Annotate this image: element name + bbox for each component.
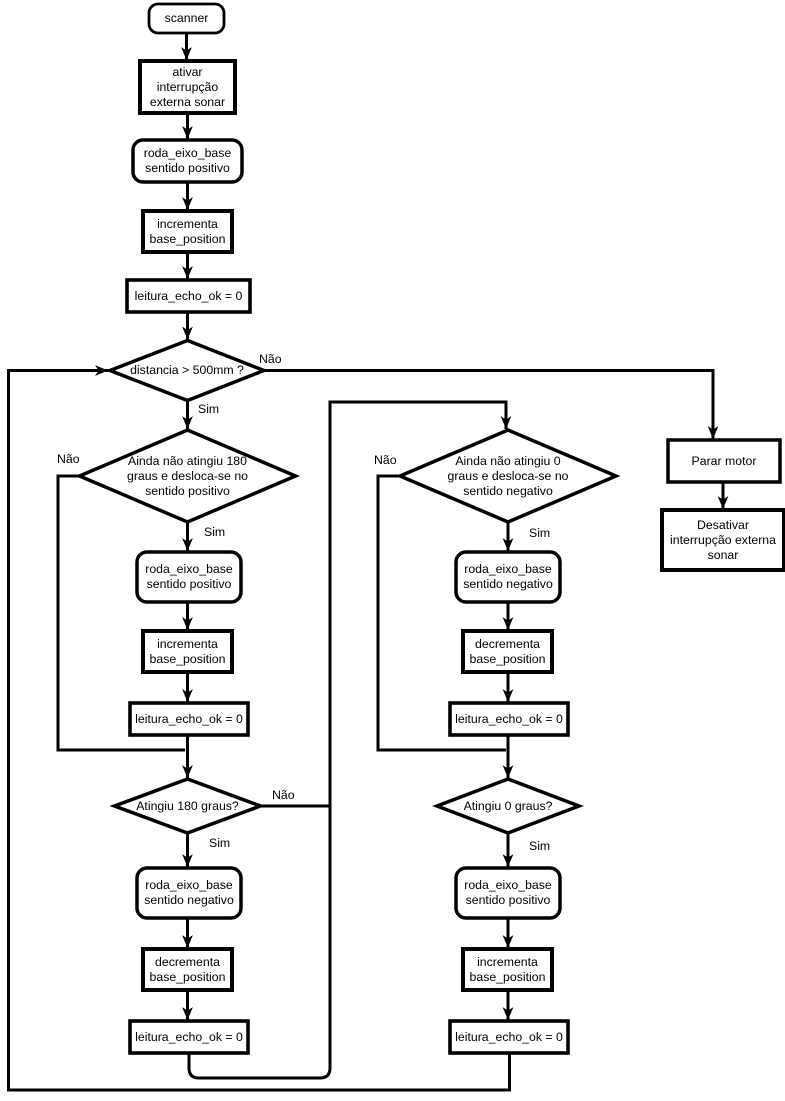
node-atingiu-0: Atingiu 0 graus?	[463, 798, 553, 813]
edge-ainda180-nao	[56, 474, 185, 752]
incrementa-3-shape	[461, 947, 554, 992]
leitura-2-shape	[128, 701, 250, 737]
node-incrementa-1: incrementa base_position	[149, 216, 226, 246]
edge-label-atingiu-0-sim: Sim	[529, 839, 551, 853]
leitura-5-shape	[448, 1019, 570, 1055]
node-roda-negativo-2: roda_eixo_base sentido negativo	[463, 562, 553, 591]
edge-label-ainda-nao-0-sim: Sim	[529, 526, 551, 540]
node-incrementa-2: incrementa base_position	[149, 636, 226, 666]
edge-label-ainda-nao-0-nao: Não	[374, 453, 397, 467]
edge-label-distancia-sim: Sim	[198, 402, 220, 416]
decrementa-1-shape	[141, 947, 234, 992]
node-scanner: scanner	[164, 11, 209, 25]
node-ainda-nao-180: Ainda não atingiu 180 graus e desloca-se…	[127, 453, 248, 498]
incrementa-1-shape	[141, 209, 234, 254]
decrementa-2-shape	[461, 629, 554, 674]
node-distancia: distancia > 500mm ?	[130, 362, 244, 377]
node-parar-motor: Parar motor	[691, 453, 757, 468]
leitura-4-shape	[448, 701, 570, 737]
node-roda-positivo-2: roda_eixo_base sentido positivo	[145, 562, 233, 591]
node-roda-positivo-1: roda_eixo_base sentido positivo	[143, 146, 232, 175]
scanner-shape	[147, 2, 226, 35]
edge-label-atingiu-180-nao: Não	[272, 788, 295, 802]
leitura-3-shape	[128, 1019, 250, 1055]
parar-motor-shape	[666, 438, 782, 484]
node-roda-positivo-3: roda_eixo_base sentido positivo	[464, 878, 552, 907]
ainda-nao-180-decision-shape	[75, 428, 300, 524]
node-leitura-4: leitura_echo_ok = 0	[455, 711, 563, 726]
desativar-interrupcao-shape	[660, 508, 785, 572]
node-incrementa-3: incrementa base_position	[469, 954, 546, 984]
roda-positivo-3-shape	[454, 866, 562, 920]
roda-negativo-1-shape	[135, 866, 243, 920]
roda-negativo-2-shape	[454, 550, 562, 604]
atingiu-180-decision-shape	[109, 777, 266, 835]
node-leitura-5: leitura_echo_ok = 0	[455, 1029, 563, 1044]
roda-positivo-2-shape	[135, 550, 243, 604]
node-leitura-3: leitura_echo_ok = 0	[135, 1029, 243, 1044]
node-atingiu-180: Atingiu 180 graus?	[136, 798, 239, 813]
edge-label-atingiu-180-sim: Sim	[209, 836, 231, 850]
edge-distancia-nao	[264, 369, 719, 439]
node-leitura-2: leitura_echo_ok = 0	[135, 711, 243, 726]
node-ainda-nao-0: Ainda não atingiu 0 graus e desloca-se n…	[447, 453, 569, 498]
atingiu-0-decision-shape	[432, 777, 584, 835]
edge-label-ainda-nao-180-sim: Sim	[204, 525, 226, 539]
node-roda-negativo-1: roda_eixo_base sentido negativo	[144, 878, 234, 907]
node-decrementa-1: decrementa base_position	[149, 954, 226, 984]
roda-positivo-1-shape	[131, 138, 244, 184]
node-decrementa-2: decrementa base_position	[469, 636, 546, 666]
node-leitura-1: leitura_echo_ok = 0	[134, 288, 243, 303]
ainda-nao-0-decision-shape	[395, 428, 621, 524]
edge-ainda0-nao	[376, 474, 506, 752]
edge-label-ainda-nao-180-nao: Não	[57, 452, 80, 466]
distancia-decision-shape	[105, 338, 269, 403]
edge-leitura3-ainda0-loop	[187, 400, 512, 1080]
edge-label-distancia-nao: Não	[259, 352, 282, 366]
incrementa-2-shape	[141, 629, 234, 674]
node-desativar-interrupcao: Desativar interrupção externa sonar	[670, 517, 776, 562]
edge-leitura5-distancia-feedback	[7, 365, 511, 1092]
ativar-interrupcao-shape	[138, 59, 237, 115]
leitura-1-shape	[125, 278, 252, 314]
node-ativar-interrupcao: ativar interrupção externa sonar	[149, 64, 226, 109]
